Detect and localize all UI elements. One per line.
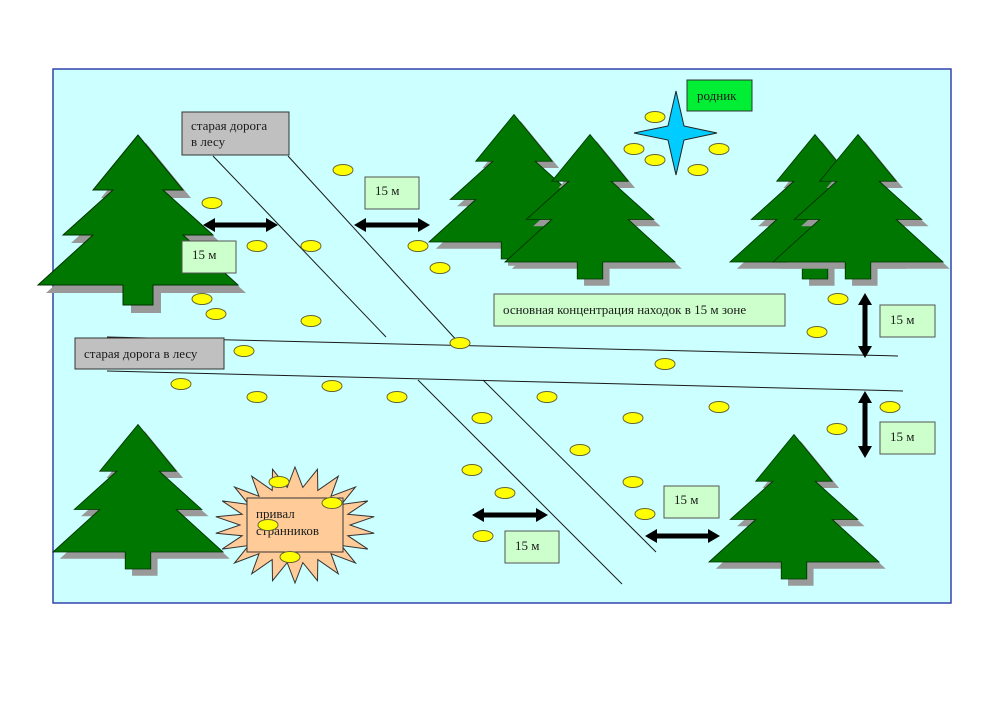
find-marker (246, 240, 268, 252)
find-marker (461, 464, 483, 476)
dist-top-center: 15 м (364, 176, 420, 210)
find-marker (268, 476, 290, 488)
road-diagonal-lower-edge-1 (417, 379, 623, 585)
arrow-right-upper-shape (858, 293, 872, 358)
road-label-left: старая дорога в лесу (74, 337, 225, 370)
find-marker (279, 551, 301, 563)
concentration-note-text: основная концентрация находок в 15 м зон… (503, 302, 746, 317)
dist-right-lower: 15 м (879, 421, 936, 455)
find-marker (300, 240, 322, 252)
find-marker (407, 240, 429, 252)
find-marker (471, 412, 493, 424)
spring-label: родник (697, 88, 737, 103)
dist-bottom-center-text: 15 м (515, 538, 539, 553)
find-marker (332, 164, 354, 176)
dist-top-center-text: 15 м (375, 183, 399, 198)
road-label-left-box (74, 337, 225, 370)
find-marker (429, 262, 451, 274)
arrow-right-lower (858, 391, 872, 458)
road-label-top-line2: в лесу (191, 134, 226, 149)
find-marker (191, 293, 213, 305)
find-marker (246, 391, 268, 403)
find-marker (205, 308, 227, 320)
find-marker (644, 111, 666, 123)
dist-right-upper-text: 15 м (890, 312, 914, 327)
find-marker (569, 444, 591, 456)
arrow-top-center (354, 218, 430, 232)
road-diagonal-edge-1 (212, 155, 387, 338)
arrow-top-left (203, 218, 278, 232)
arrow-bottom-center (472, 508, 548, 522)
concentration-note: основная концентрация находок в 15 м зон… (493, 293, 786, 327)
dist-right-lower-text: 15 м (890, 429, 914, 444)
find-marker (449, 337, 471, 349)
find-marker (654, 358, 676, 370)
roads (106, 155, 904, 585)
find-marker (472, 530, 494, 542)
distance-labels: 15 м 15 м 15 м 15 м 15 м 15 м (181, 176, 936, 564)
camp-label-line1: привал (256, 506, 295, 521)
dist-top-left: 15 м (181, 240, 237, 274)
find-marker (708, 401, 730, 413)
dist-bottom-right-text: 15 м (674, 492, 698, 507)
road-label-top-box (181, 111, 290, 156)
find-marker (622, 412, 644, 424)
find-marker (622, 476, 644, 488)
find-marker (644, 154, 666, 166)
arrow-top-left-shape (203, 218, 278, 232)
arrow-bottom-center-shape (472, 508, 548, 522)
find-marker (623, 143, 645, 155)
find-marker (321, 497, 343, 509)
find-marker (826, 423, 848, 435)
road-label-top: старая дорога в лесу (181, 111, 290, 156)
road-horizontal-edge-top (106, 336, 899, 357)
arrow-right-upper (858, 293, 872, 358)
dist-bottom-center: 15 м (504, 530, 560, 564)
find-marker (201, 197, 223, 209)
road-horizontal-edge-bottom (106, 370, 904, 392)
road-diagonal-lower-edge-2 (482, 379, 657, 553)
find-marker (806, 326, 828, 338)
dist-bottom-right: 15 м (663, 485, 720, 519)
find-marker (536, 391, 558, 403)
dist-right-upper: 15 м (879, 304, 936, 338)
spring-label-box (686, 79, 753, 112)
find-marker (708, 143, 730, 155)
arrow-bottom-right-shape (645, 529, 720, 543)
find-marker (300, 315, 322, 327)
find-marker (321, 380, 343, 392)
find-marker (879, 401, 901, 413)
find-marker (257, 519, 279, 531)
road-diagonal-edge-2 (287, 155, 461, 345)
find-marker (170, 378, 192, 390)
dist-top-left-text: 15 м (192, 247, 216, 262)
find-marker (634, 508, 656, 520)
road-label-top-line1: старая дорога (191, 118, 267, 133)
find-marker (494, 487, 516, 499)
distance-arrows (203, 218, 872, 543)
find-marker (386, 391, 408, 403)
find-marker (827, 293, 849, 305)
find-marker (687, 164, 709, 176)
spring: родник (633, 79, 753, 176)
arrow-right-lower-shape (858, 391, 872, 458)
find-marker (233, 345, 255, 357)
finds (170, 111, 901, 563)
arrow-top-center-shape (354, 218, 430, 232)
spring-star-icon (633, 90, 718, 176)
road-label-left-text: старая дорога в лесу (84, 346, 198, 361)
concentration-note-box (493, 293, 786, 327)
arrow-bottom-right (645, 529, 720, 543)
